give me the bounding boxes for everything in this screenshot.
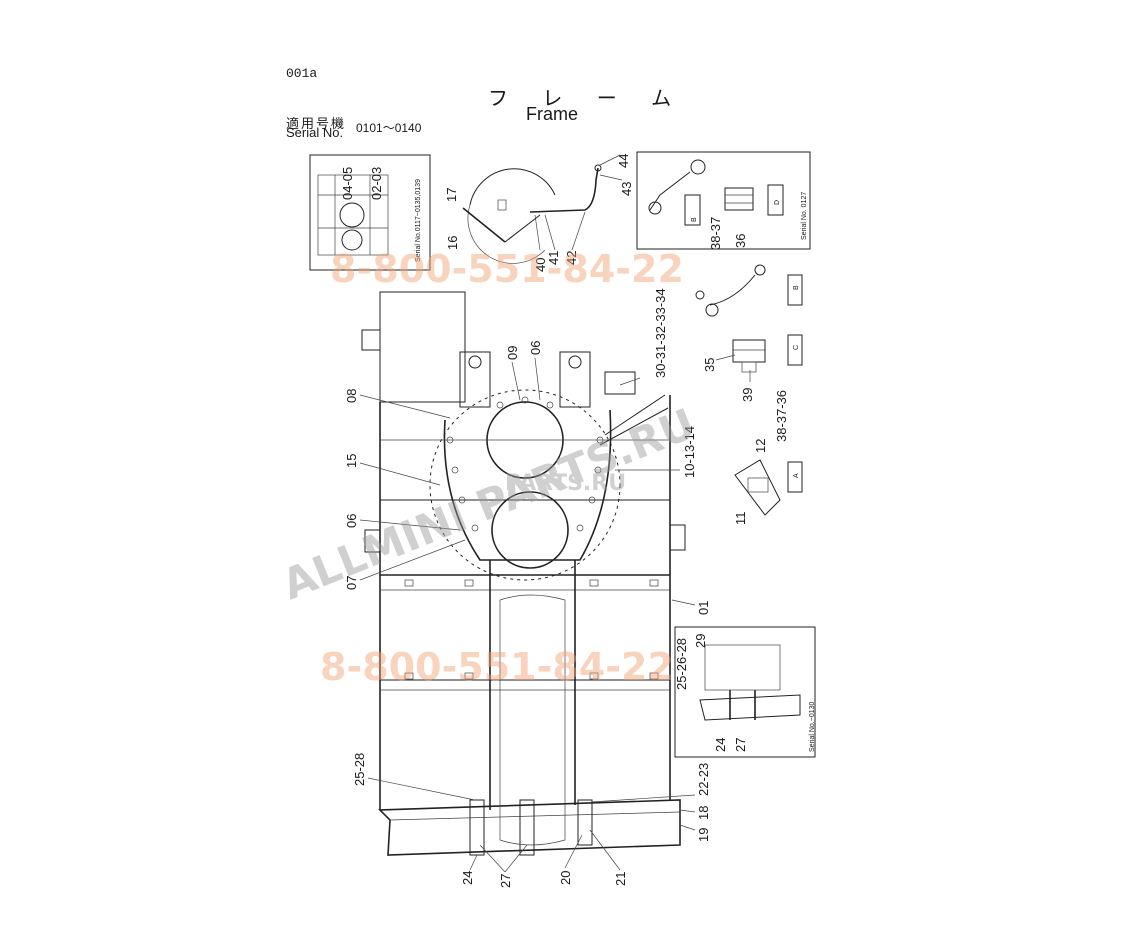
inset-label-24: 24 — [713, 738, 728, 752]
inset-bottom-right: 25-26-28 29 24 27 Serial No.~0130 — [674, 626, 816, 758]
inset-label-29: 29 — [693, 634, 708, 648]
main-callouts: 30-31-32-33-34 09 06 08 15 06 07 10-13-1… — [344, 288, 711, 888]
callout-11: 11 — [733, 512, 748, 526]
callout-38-37-36: 38-37-36 — [774, 390, 789, 442]
callout-22-23: 22-23 — [696, 763, 711, 796]
hose-assembly: 17 16 40 41 42 43 44 — [444, 154, 634, 272]
callout-21: 21 — [613, 872, 628, 886]
callout-27: 27 — [498, 874, 513, 888]
inset-top-right: B D Serial No. 0127 36 38-37 — [636, 151, 811, 250]
callout-06a: 06 — [528, 341, 543, 355]
serial-label-japanese: 適用号機 — [286, 117, 347, 132]
inset-label-25-26-28: 25-26-28 — [674, 638, 689, 690]
callout-35: 35 — [702, 358, 717, 372]
callout-07: 07 — [344, 576, 359, 590]
view-a-detail: A 12 11 — [733, 439, 803, 526]
callout-40: 40 — [533, 258, 548, 272]
callout-12: 12 — [753, 439, 768, 453]
callout-18: 18 — [696, 806, 711, 820]
watermarks: 8-800-551-84-22 8-800-551-84-22 ALLMINI … — [275, 247, 701, 689]
inset-view-d-label: D — [774, 200, 781, 205]
inset-label-02-03: 02-03 — [369, 167, 384, 200]
callout-08: 08 — [344, 389, 359, 403]
inset-label-27: 27 — [733, 738, 748, 752]
view-c-detail: C 35 39 38-37-36 — [702, 334, 803, 442]
callout-36: 36 — [733, 234, 748, 248]
view-a-tag: A — [793, 473, 800, 478]
inset-top-right-serial: Serial No. 0127 — [801, 192, 808, 240]
watermark-phone-bottom: 8-800-551-84-22 — [320, 645, 674, 689]
inset-top-left: 04-05 02-03 Serial No.0117~0135,0139 — [309, 154, 431, 271]
callout-25-28: 25-28 — [352, 753, 367, 786]
callout-15: 15 — [344, 454, 359, 468]
watermark-small: PARTS.RU — [505, 471, 626, 496]
serial-range: 0101～0140 — [356, 121, 422, 135]
callout-43: 43 — [619, 182, 634, 196]
callout-20: 20 — [558, 871, 573, 885]
callout-38-37: 38-37 — [708, 217, 723, 250]
inset-serial-note: Serial No.0117~0135,0139 — [415, 179, 422, 262]
callout-41: 41 — [546, 251, 561, 265]
title-japanese: フ レ ー ム — [488, 86, 686, 110]
page-id: 001a — [286, 66, 318, 81]
callout-44: 44 — [616, 154, 631, 168]
callout-24: 24 — [460, 871, 475, 885]
inset-label-04-05: 04-05 — [340, 167, 355, 200]
serial-label-english: Serial No. — [286, 125, 344, 140]
callout-09: 09 — [505, 346, 520, 360]
callout-42: 42 — [564, 251, 579, 265]
main-frame — [361, 291, 686, 856]
callout-39: 39 — [740, 388, 755, 402]
title-english: Frame — [526, 104, 579, 124]
inset-bottom-serial: Serial No.~0130 — [809, 701, 816, 752]
callout-30-34: 30-31-32-33-34 — [653, 288, 668, 378]
watermark-phone-top: 8-800-551-84-22 — [330, 247, 684, 291]
callout-10-13-14: 10-13-14 — [682, 426, 697, 478]
callout-19: 19 — [696, 828, 711, 842]
view-c-tag: C — [793, 345, 800, 350]
callout-17: 17 — [444, 188, 459, 202]
view-b-detail: B — [695, 264, 803, 317]
view-b-tag: B — [793, 285, 800, 290]
inset-view-b-label: B — [691, 217, 698, 222]
callout-06b: 06 — [344, 514, 359, 528]
callout-01: 01 — [696, 601, 711, 615]
callout-16: 16 — [445, 236, 460, 250]
